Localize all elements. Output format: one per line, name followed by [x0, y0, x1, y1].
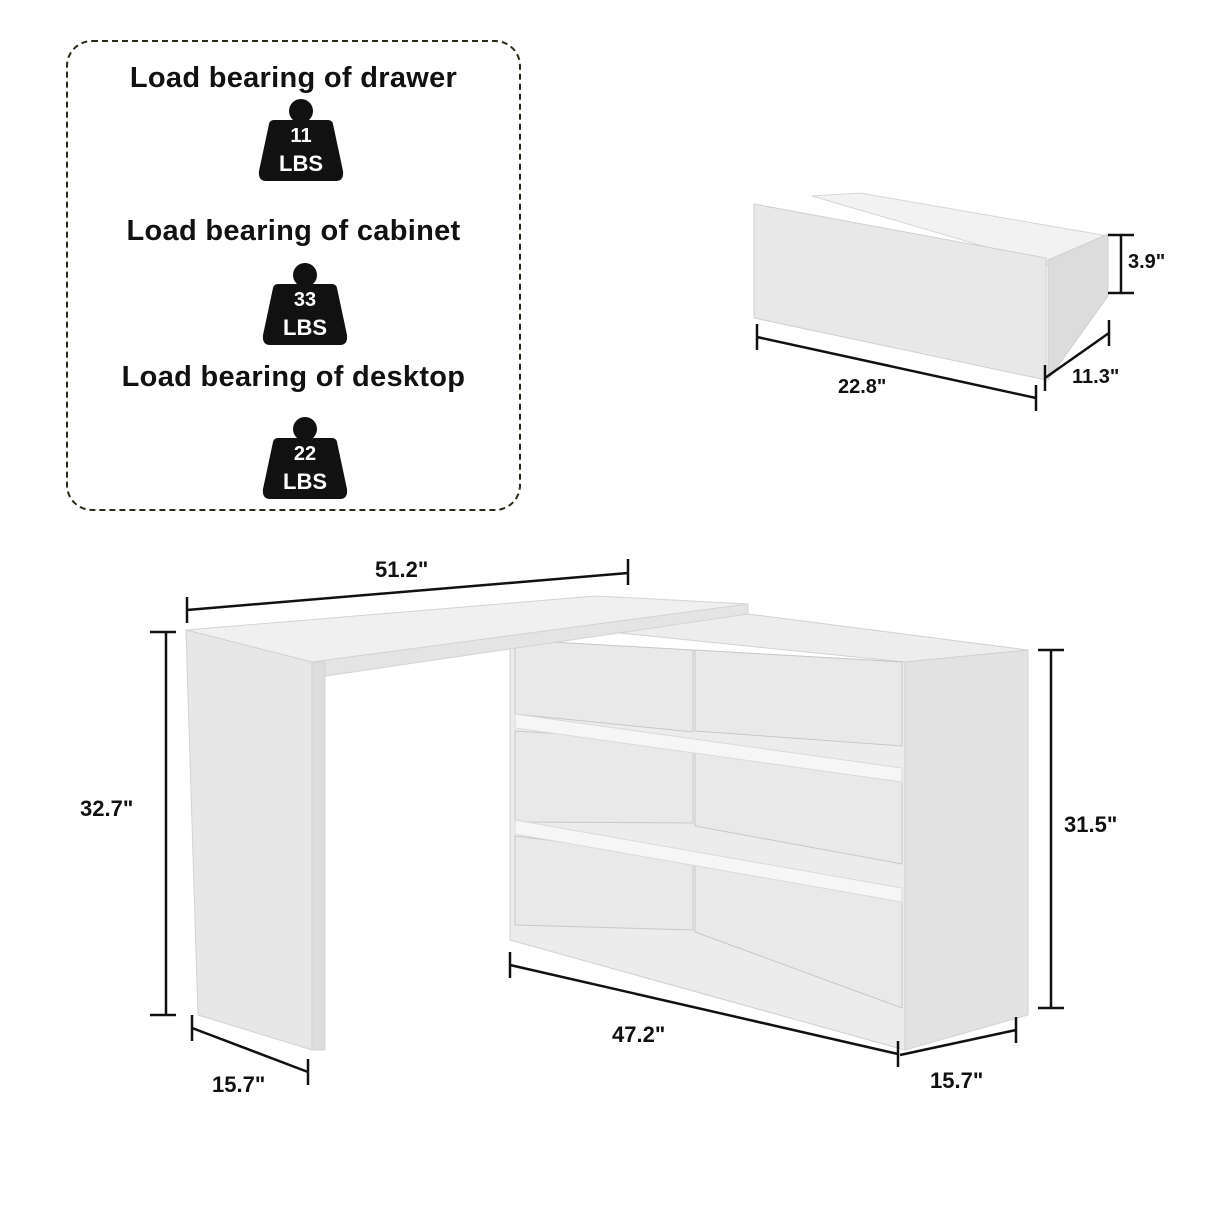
load-bearing-desktop-label: Load bearing of desktop: [121, 361, 466, 393]
drawer-dimension-lines: [755, 233, 1134, 411]
load-bearing-drawer-label: Load bearing of drawer: [129, 62, 458, 94]
desk-illustration: [185, 595, 1029, 1051]
desk-depth-label: 15.7": [212, 1072, 266, 1097]
drawer-width-label: 22.8": [838, 376, 887, 398]
weight-icon: 22 LBS: [260, 417, 350, 501]
drawer-depth-label: 11.3": [1072, 366, 1120, 388]
cabinet-depth-label: 15.7": [930, 1068, 984, 1093]
drawer-illustration: [753, 192, 1110, 382]
desk-height-label: 32.7": [80, 796, 134, 821]
desktop-length-label: 51.2": [375, 557, 429, 582]
desktop-load-unit: LBS: [283, 469, 327, 494]
cabinet-load-value: 33: [293, 289, 317, 311]
desktop-load-value: 22: [293, 443, 317, 465]
cabinet-length-label: 47.2": [612, 1022, 666, 1047]
drawer-load-value: 11: [290, 125, 312, 147]
load-bearing-panel: Load bearing of drawer 11 LBS Load beari…: [66, 40, 521, 511]
drawer-load-unit: LBS: [279, 151, 323, 176]
load-bearing-cabinet-label: Load bearing of cabinet: [126, 215, 461, 247]
weight-icon: 33 LBS: [260, 263, 350, 347]
weight-icon: 11 LBS: [256, 99, 346, 183]
cabinet-load-unit: LBS: [283, 315, 327, 340]
drawer-height-label: 3.9": [1128, 251, 1166, 273]
cabinet-height-label: 31.5": [1064, 812, 1118, 837]
desk-dimension-lines: [150, 559, 1064, 1085]
